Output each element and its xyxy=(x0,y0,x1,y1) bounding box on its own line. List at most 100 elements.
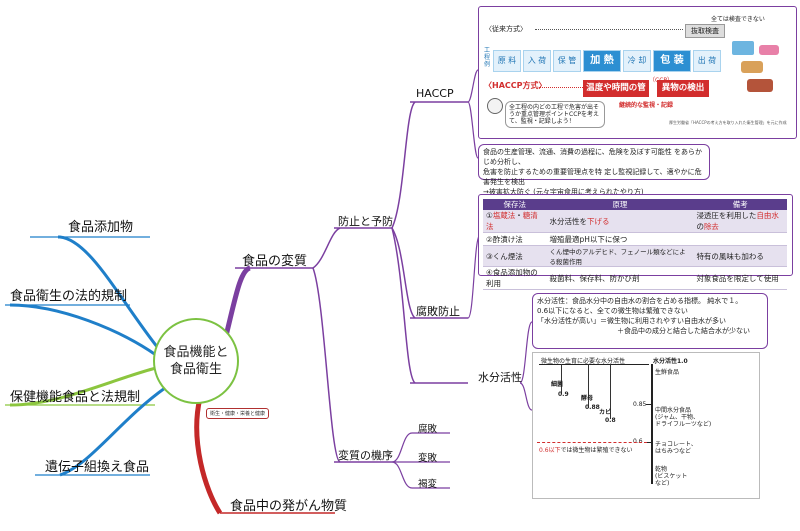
haccp-desc-line2: 危害を防止するための重要管理点を特 定し監視記録して、適やかに危害発生を検出 xyxy=(483,168,702,186)
bento-icon xyxy=(747,79,773,92)
ccp-label: （CCP） xyxy=(649,78,673,84)
table-row: ③くん煙法 くん煙中のアルデヒド、フェノール類などによる殺菌作用 特有の風味も加… xyxy=(483,245,787,267)
conventional-method-label: 〈従来方式〉 xyxy=(485,25,527,33)
haccp-description: 食品の生産管理、流通、消費の過程に、危険を及ぼす可能性 をあらかじめ分析し、 危… xyxy=(478,144,710,196)
tick-06-mark xyxy=(646,442,652,443)
drink-carton-icon xyxy=(732,41,754,55)
cell-principle: 水分活性を下げる xyxy=(546,210,694,233)
central-topic-line2: 食品衛生 xyxy=(169,362,222,377)
water-activity-chart: 微生物の生育に必要な水分活性 水分活性1.0 生鮮食品 細菌 0.9 酵母 0.… xyxy=(532,352,760,499)
branch-water-activity[interactable]: 水分活性 xyxy=(478,371,522,384)
boxed-food-icon xyxy=(741,61,763,73)
cell-method: ④食品添加物の利用 xyxy=(483,266,547,290)
branch-mechanism[interactable]: 変質の機序 xyxy=(338,449,393,462)
cell-principle: 殺菌料、保存料、防かび剤 xyxy=(546,266,694,290)
aw-axis xyxy=(651,364,653,484)
branch-prevention[interactable]: 防止と予防 xyxy=(338,215,393,228)
bacteria-label: 細菌 xyxy=(551,381,564,388)
foreign-matter-detection: 異物の検出 xyxy=(657,80,709,97)
source-note: 厚生労働省「HACCPの考え方を取り入れた衛生管理」を元に作成 xyxy=(669,120,787,125)
aw-chart-top-line xyxy=(539,364,649,365)
mechanism-putrefaction[interactable]: 腐敗 xyxy=(418,424,438,435)
cell-principle: くん煙中のアルデヒド、フェノール類などによる殺菌作用 xyxy=(546,245,694,267)
branch-food-hygiene-law[interactable]: 食品衛生の法的規制 xyxy=(10,289,128,304)
cell-remarks xyxy=(693,232,787,246)
step-storage: 保 管 xyxy=(553,50,581,72)
branch-carcinogens[interactable]: 食品中の発がん物質 xyxy=(230,499,348,514)
step-packaging: 包 装 xyxy=(653,50,691,72)
temperature-time-control: 温度や時間の管理 xyxy=(583,80,649,110)
speech-bubble: 全工程の内どの工程で危害が出そうか重点管理ポイントCCPを考えて、監視・記録しよ… xyxy=(505,101,605,128)
branch-food-deterioration[interactable]: 食品の変質 xyxy=(242,254,308,269)
col-principle: 原理 xyxy=(546,199,694,210)
yeast-line xyxy=(588,364,589,408)
haccp-desc-line3: →被害拡大防ぐ (元々宇宙食用に考えられたやり方) xyxy=(483,188,644,196)
aw-desc-line1: 水分活性：食品水分中の自由水の割合を占める指標。 純水で１。 xyxy=(537,297,743,305)
table-row: ②酢漬け法 増殖最適pH以下に保つ xyxy=(483,232,787,246)
table-row: ④食品添加物の利用 殺菌料、保存料、防かび剤 対象食品を限定して使用 xyxy=(483,266,787,290)
central-topic-line1: 食品機能と xyxy=(163,345,229,360)
cell-method: ②酢漬け法 xyxy=(483,232,547,246)
mold-label: カビ xyxy=(599,409,612,416)
step-cooling: 冷 却 xyxy=(623,50,651,72)
mechanism-browning[interactable]: 褐変 xyxy=(418,479,438,490)
branch-food-additives[interactable]: 食品添加物 xyxy=(68,220,134,235)
cell-remarks: 浸透圧を利用した自由水の除去 xyxy=(693,210,787,233)
branch-gmo-food[interactable]: 遺伝子組換え食品 xyxy=(45,460,150,475)
mechanism-rancidity[interactable]: 変敗 xyxy=(418,453,438,464)
yeast-label: 酵母 xyxy=(581,395,594,402)
cell-remarks: 対象食品を限定して使用 xyxy=(693,266,787,290)
haccp-diagram: 〈従来方式〉 全ては検査できない 抜取検査 工程例 原 料 入 荷 保 管 加 … xyxy=(478,6,797,139)
haccp-method-label: 〈HACCP方式〉 xyxy=(484,81,547,90)
mold-line xyxy=(610,364,611,419)
aw-desc-line4: ＋食品中の成分と結合した結合水が少ない xyxy=(617,327,750,335)
food-pack-icon xyxy=(759,45,779,55)
below-06-rest: では微生物は繁殖できない xyxy=(560,447,633,454)
cell-method: ③くん煙法 xyxy=(483,245,547,267)
continuous-monitoring: 継続的な監視・記録 xyxy=(619,102,674,109)
step-arrival: 入 荷 xyxy=(523,50,551,72)
below-threshold-note: 0.6以下では微生物は繁殖できない xyxy=(539,445,633,454)
haccp-desc-line1: 食品の生産管理、流通、消費の過程に、危険を及ぼす可能性 をあらかじめ分析し、 xyxy=(483,148,703,166)
step-shipping: 出 荷 xyxy=(693,50,721,72)
person-icon xyxy=(487,98,503,114)
bacteria-value: 0.9 xyxy=(558,391,569,398)
mold-value: 0.8 xyxy=(605,417,616,424)
chocolate-honey: チョコレート、 はちみつなど xyxy=(655,441,697,455)
col-method: 保存法 xyxy=(483,199,547,210)
process-example-label: 工程例 xyxy=(484,47,491,68)
branch-haccp[interactable]: HACCP xyxy=(416,87,454,100)
preservation-table: 保存法 原理 備考 ①塩蔵法・糖清法 水分活性を下げる 浸透圧を利用した自由水の… xyxy=(483,199,787,290)
fresh-food-label: 生鮮食品 xyxy=(655,369,680,376)
below-06: 0.6以下 xyxy=(539,447,561,454)
table-row: ①塩蔵法・糖清法 水分活性を下げる 浸透圧を利用した自由水の除去 xyxy=(483,210,787,233)
threshold-line xyxy=(537,442,647,443)
tick-06: 0.6 xyxy=(633,438,643,445)
tick-085: 0.85 xyxy=(633,401,647,408)
water-activity-description: 水分活性：食品水分中の自由水の割合を占める指標。 純水で１。 0.6以下になると… xyxy=(532,293,768,349)
sampling-inspection: 抜取検査 xyxy=(685,24,725,38)
conventional-arrow xyxy=(535,29,683,30)
aw-right-title: 水分活性1.0 xyxy=(653,358,688,365)
cannot-inspect-all: 全ては検査できない xyxy=(711,16,765,23)
aw-desc-line2: 0.6以下になると、全ての微生物は繁殖できない xyxy=(537,307,688,315)
aw-chart-title: 微生物の生育に必要な水分活性 xyxy=(541,358,626,365)
step-heating: 加 熱 xyxy=(583,50,621,72)
cell-method: ①塩蔵法・糖清法 xyxy=(483,210,547,233)
bacteria-line xyxy=(561,364,562,394)
step-raw-material: 原 料 xyxy=(493,50,521,72)
branch-spoilage-prevention[interactable]: 腐敗防止 xyxy=(416,305,460,318)
col-remarks: 備考 xyxy=(693,199,787,210)
yeast-value: 0.88 xyxy=(585,404,600,411)
dried-food: 乾物 (ビスケット など) xyxy=(655,466,688,487)
central-topic[interactable]: 食品機能と 食品衛生 xyxy=(153,318,239,404)
haccp-arrow xyxy=(539,87,583,88)
intermediate-moisture-food: 中間水分食品 (ジャム、干物、 ドライフルーツなど) xyxy=(655,407,712,428)
central-topic-tag: 衛生・健康・栄養と健康 xyxy=(206,408,270,419)
tick-085-mark xyxy=(646,404,652,405)
aw-desc-line3: 「水分活性が高い」＝微生物に利用されやすい自由水が多い xyxy=(537,317,726,325)
cell-principle: 増殖最適pH以下に保つ xyxy=(546,232,694,246)
cell-remarks: 特有の風味も加わる xyxy=(693,245,787,267)
branch-health-food-law[interactable]: 保健機能食品と法規制 xyxy=(10,390,141,405)
